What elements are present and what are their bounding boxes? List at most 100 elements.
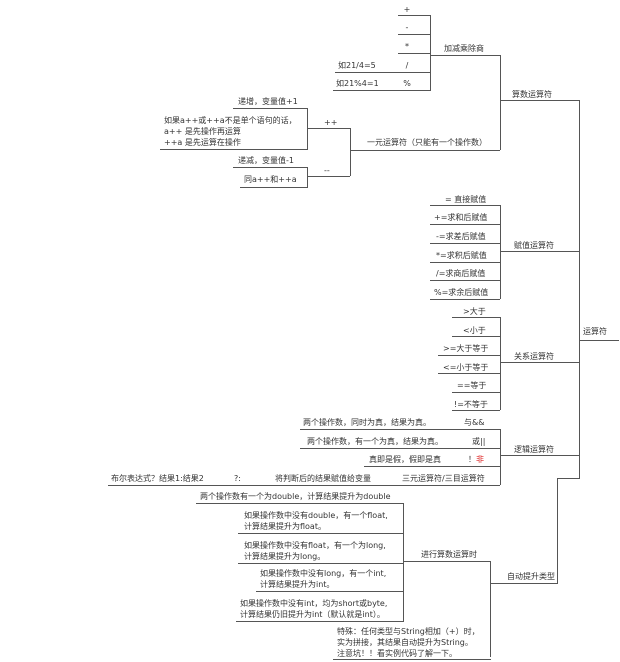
ternary-desc-line [262, 485, 385, 486]
op-sub: - [405, 23, 409, 32]
promotion-label: 自动提升类型 [507, 572, 555, 581]
logic-or-op: 或|| [472, 437, 486, 446]
promo-rule-line-2 [238, 563, 404, 564]
promotion-trunk [490, 561, 491, 657]
root-node: 运算符 [583, 327, 607, 336]
inc-trunk [307, 108, 308, 149]
assign-line-3 [430, 262, 500, 263]
promo-rule-line-0 [196, 503, 404, 504]
inc-desc-line [233, 108, 308, 109]
dec-note: 同a++和++a [244, 175, 297, 184]
dec-desc-line [233, 167, 308, 168]
rel-item-5: !=不等于 [454, 400, 488, 409]
assign-item-1: +=求和后赋值 [434, 213, 488, 222]
ternary-desc: 将判断后的结果赋值给变量 [275, 474, 371, 483]
arith-label: 算数运算符 [512, 90, 552, 99]
mod-note-line [333, 90, 390, 91]
promo-rule-line-4 [236, 621, 404, 622]
inc-note-2: a++ 是先操作再运算 [164, 127, 241, 136]
promo-rule-3b: 计算结果提升为int。 [260, 580, 335, 589]
link-logic [568, 455, 580, 456]
assign-line-2 [430, 243, 500, 244]
add-sub-label: 加减乘除商 [444, 44, 484, 53]
op-div-line [390, 72, 431, 73]
inc-note-line [160, 149, 308, 150]
op-mod: % [403, 79, 411, 88]
logic-label: 逻辑运算符 [514, 445, 554, 454]
unary-label: 一元运算符（只能有一个操作数） [367, 138, 487, 147]
promo-rule-4b: 计算结果仍旧提升为int（默认就是int）。 [240, 610, 385, 619]
unary-trunk [350, 128, 351, 176]
assign-item-2: -=求差后赋值 [436, 232, 486, 241]
div-note: 如21/4=5 [338, 61, 376, 70]
promotion-connector [557, 478, 558, 584]
rel-item-2: >=大于等于 [443, 344, 489, 353]
arith-trunk [500, 55, 501, 150]
link-arith [568, 100, 580, 101]
promo-rule-2a: 如果操作数中没有float，有一个为long, [244, 541, 386, 550]
promo-rule-3a: 如果操作数中没有long，有一个int, [260, 569, 387, 578]
assign-item-4: /=求商后赋值 [436, 269, 486, 278]
root-trunk [579, 100, 580, 478]
rel-item-0: >大于 [463, 307, 486, 316]
relational-label: 关系运算符 [514, 352, 554, 361]
logic-underline [500, 455, 568, 456]
root-underline [579, 340, 619, 341]
logic-not-op: ！非 [468, 454, 484, 465]
dec-trunk [307, 167, 308, 187]
assign-line-5 [430, 299, 500, 300]
op-sub-line [398, 34, 431, 35]
rel-line-2 [438, 355, 500, 356]
assign-underline [500, 251, 568, 252]
promo-special-3: 注意坑！！看实例代码了解一下。 [337, 649, 457, 658]
promo-rule-line-3 [256, 591, 404, 592]
op-div: / [405, 61, 409, 70]
add-sub-trunk [430, 15, 431, 90]
inc-underline [307, 128, 350, 129]
dec-underline [307, 176, 350, 177]
rel-line-1 [452, 336, 500, 337]
logic-and-line [300, 429, 500, 430]
ternary-underline [385, 485, 500, 486]
promo-rule-line-1 [238, 533, 404, 534]
promo-special-line [333, 659, 491, 660]
ternary-symbol: ?: [234, 474, 241, 483]
arith-underline [500, 100, 568, 101]
ternary-expr-line [108, 485, 226, 486]
link-assign [568, 251, 580, 252]
unary-underline [350, 150, 500, 151]
inc-note-1: 如果a++或++a不是单个语句的话， [164, 116, 297, 125]
rel-line-4 [452, 392, 500, 393]
logic-trunk [500, 429, 501, 485]
ternary-expr: 布尔表达式？结果1:结果2 [111, 474, 204, 483]
rel-item-4: ==等于 [457, 381, 487, 390]
assign-line-1 [430, 224, 500, 225]
assign-line-0 [430, 205, 500, 206]
rel-item-1: <小于 [463, 326, 486, 335]
logic-or-line [300, 448, 500, 449]
assign-item-5: %=求余后赋值 [434, 288, 489, 297]
dec-op: -- [324, 166, 330, 175]
logic-or-desc: 两个操作数，有一个为真，结果为真。 [307, 437, 443, 446]
rel-line-0 [452, 317, 500, 318]
rel-line-5 [452, 410, 500, 411]
op-mod-line [390, 90, 431, 91]
assign-trunk [500, 205, 501, 299]
promo-rule-4a: 如果操作数中没有int，均为short或byte, [240, 599, 388, 608]
assign-line-4 [430, 280, 500, 281]
ternary-label: 三元运算符/三目运算符 [402, 474, 485, 483]
assign-item-0: = 直接赋值 [445, 195, 487, 204]
inc-op: ++ [324, 118, 338, 127]
dec-desc: 递减，变量值-1 [238, 156, 294, 165]
promotion-underline [490, 583, 558, 584]
op-add: + [403, 5, 411, 14]
logic-and-desc: 两个操作数，同时为真，结果为真。 [303, 418, 431, 427]
logic-not-desc: 真即是假，假即是真 [369, 455, 441, 464]
op-add-line [398, 15, 431, 16]
promo-rule-1b: 计算结果提升为float。 [244, 522, 326, 531]
dec-note-line [240, 187, 308, 188]
assign-label: 赋值运算符 [514, 241, 554, 250]
relational-underline [500, 362, 568, 363]
promo-special-1: 特殊：任何类型与String相加（+）时， [337, 627, 480, 636]
